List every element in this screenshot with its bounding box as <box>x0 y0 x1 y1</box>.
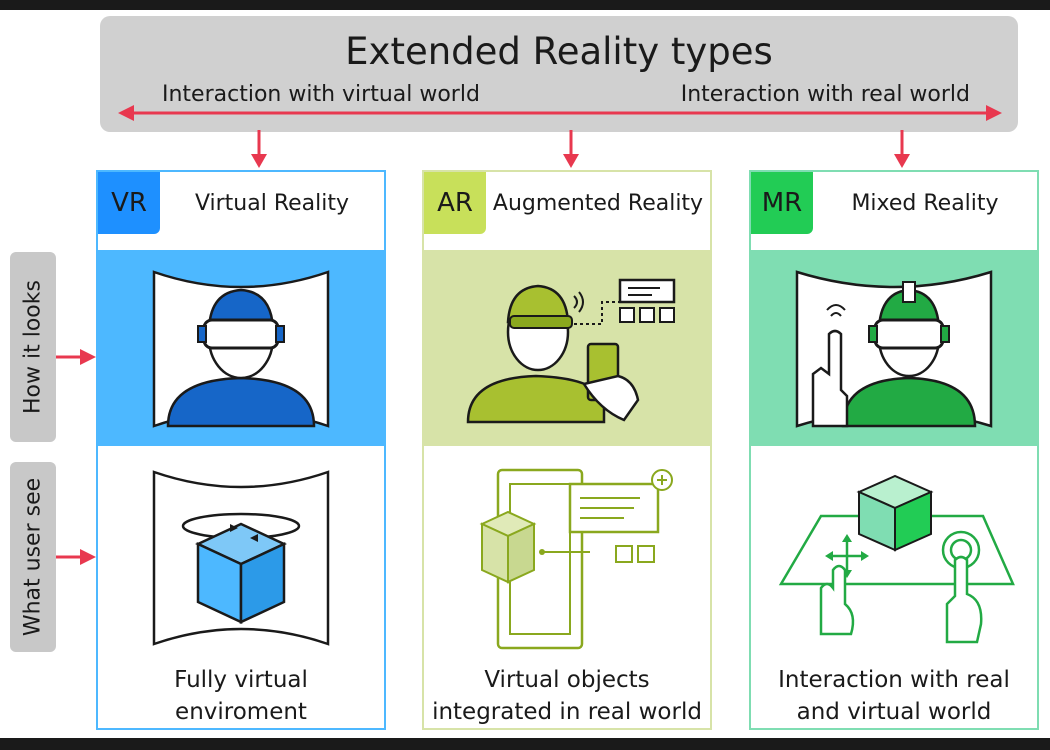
diagram-canvas: Extended Reality types Interaction with … <box>0 10 1050 738</box>
phone-overlay-cube-icon <box>479 468 673 650</box>
diagram-title: Extended Reality types <box>345 30 773 73</box>
column-title: Mixed Reality <box>851 190 999 216</box>
person-mr-headset-gesture-icon <box>795 270 993 428</box>
column-caption: Interaction with real and virtual world <box>778 667 1010 725</box>
down-arrow-icon <box>894 130 910 168</box>
vr-how-it-looks-panel <box>98 250 384 446</box>
column-header: AR Augmented Reality <box>424 172 710 234</box>
column-title: Virtual Reality <box>194 190 350 216</box>
person-vr-headset-icon <box>152 270 330 428</box>
column-abbr: VR <box>98 172 160 234</box>
column-caption: Fully virtual enviroment <box>174 667 308 725</box>
column-ar: AR Augmented Reality <box>422 170 712 730</box>
column-vr: VR Virtual Reality <box>96 170 386 730</box>
rotating-cube-icon <box>152 470 330 646</box>
column-header: MR Mixed Reality <box>751 172 1037 234</box>
column-title: Augmented Reality <box>492 190 704 216</box>
header-banner: Extended Reality types Interaction with … <box>100 16 1018 132</box>
double-arrow-icon <box>118 105 1002 121</box>
mr-what-user-see-panel <box>751 464 1037 660</box>
column-header: VR Virtual Reality <box>98 172 384 234</box>
right-arrow-icon <box>56 349 96 365</box>
vr-what-user-see-panel <box>98 464 384 660</box>
hands-table-cube-icon <box>778 474 1015 644</box>
column-caption: Virtual objects integrated in real world <box>432 667 702 725</box>
right-arrow-icon <box>56 549 96 565</box>
column-abbr: AR <box>424 172 486 234</box>
side-label-what-user-see: What user see <box>10 462 56 652</box>
column-mr: MR Mixed Reality <box>749 170 1039 730</box>
down-arrow-icon <box>563 130 579 168</box>
header-left-label: Interaction with virtual world <box>162 82 480 107</box>
ar-how-it-looks-panel <box>424 250 710 446</box>
mr-how-it-looks-panel <box>751 250 1037 446</box>
side-label-how-it-looks: How it looks <box>10 252 56 442</box>
column-abbr: MR <box>751 172 813 234</box>
header-right-label: Interaction with real world <box>680 82 970 107</box>
ar-what-user-see-panel <box>424 464 710 660</box>
person-ar-glasses-phone-icon <box>466 278 676 424</box>
down-arrow-icon <box>251 130 267 168</box>
